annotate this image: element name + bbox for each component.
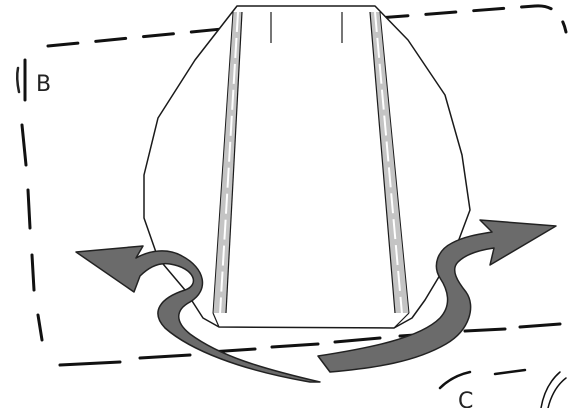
pattern-piece-c-fragment bbox=[438, 368, 567, 408]
piece-b-label: B bbox=[15, 66, 51, 97]
fabric-piece bbox=[143, 5, 471, 329]
fold-arrow-right bbox=[317, 219, 557, 373]
piece-b-text: B bbox=[36, 72, 51, 97]
pattern-piece-b-outline bbox=[20, 4, 568, 367]
piece-c-text: C bbox=[458, 389, 473, 408]
fold-arrow-left bbox=[75, 245, 321, 383]
left-stitch-line bbox=[219, 11, 239, 315]
left-stitch-band bbox=[213, 12, 242, 313]
right-stitch-band bbox=[370, 12, 409, 313]
right-stitch-line bbox=[374, 11, 403, 315]
